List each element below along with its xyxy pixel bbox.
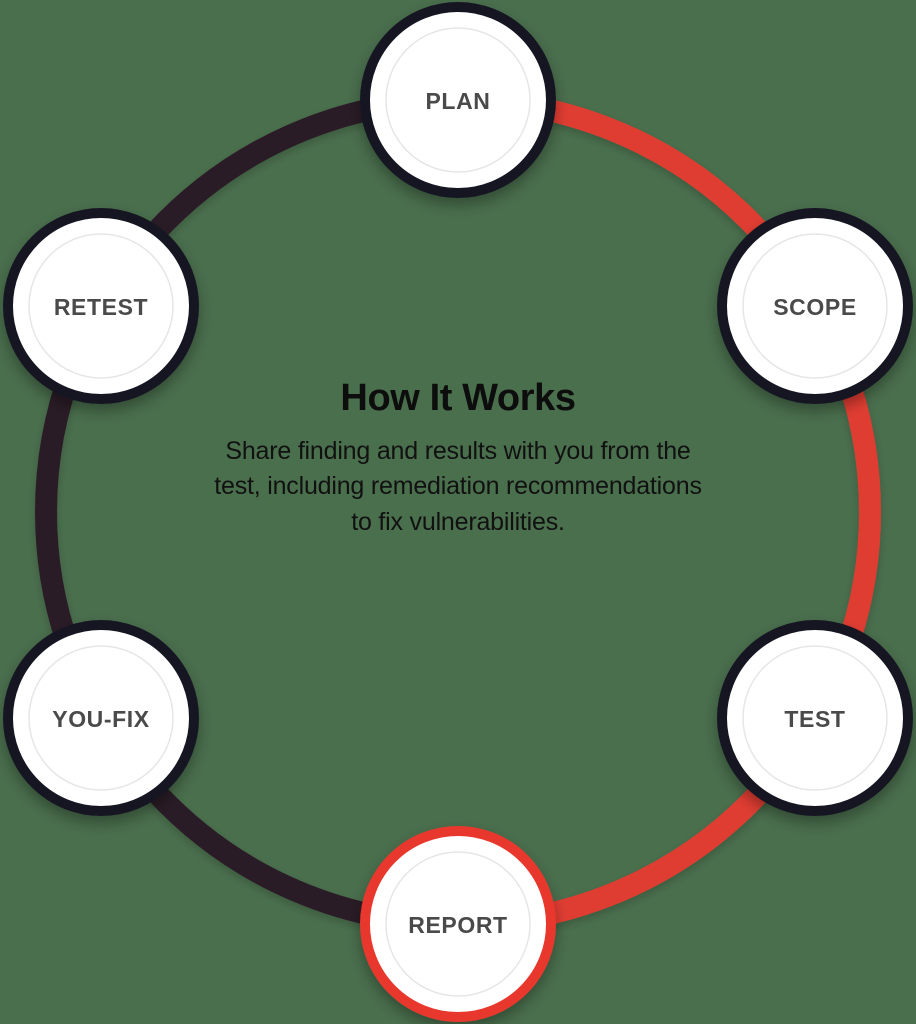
- cycle-ring-arcs: [35, 89, 881, 935]
- report-node-label: REPORT: [408, 912, 507, 938]
- step-node-report[interactable]: REPORT: [360, 826, 556, 1022]
- test-node-label: TEST: [784, 706, 845, 732]
- report-node-inner-hairline: [385, 851, 531, 997]
- step-node-retest[interactable]: RETEST: [3, 208, 199, 404]
- plan-node-label: PLAN: [425, 88, 490, 114]
- step-node-test[interactable]: TEST: [717, 620, 913, 816]
- youfix-node-ring: [3, 620, 199, 816]
- step-node-plan[interactable]: PLAN: [360, 2, 556, 198]
- step-node-youfix[interactable]: YOU-FIX: [3, 620, 199, 816]
- step-node-scope[interactable]: SCOPE: [717, 208, 913, 404]
- test-node-ring: [717, 620, 913, 816]
- retest-node-ring: [3, 208, 199, 404]
- arc-pending: [35, 89, 459, 935]
- retest-node-inner-hairline: [28, 233, 174, 379]
- arc-completed: [457, 89, 881, 935]
- retest-node-label: RETEST: [54, 294, 148, 320]
- test-node-inner-hairline: [742, 645, 888, 791]
- scope-node-label: SCOPE: [773, 294, 857, 320]
- youfix-node-inner-hairline: [28, 645, 174, 791]
- plan-node-inner-hairline: [385, 27, 531, 173]
- scope-node-inner-hairline: [742, 233, 888, 379]
- scope-node-ring: [717, 208, 913, 404]
- report-node-ring-active: [360, 826, 556, 1022]
- plan-node-ring: [360, 2, 556, 198]
- youfix-node-label: YOU-FIX: [52, 706, 150, 732]
